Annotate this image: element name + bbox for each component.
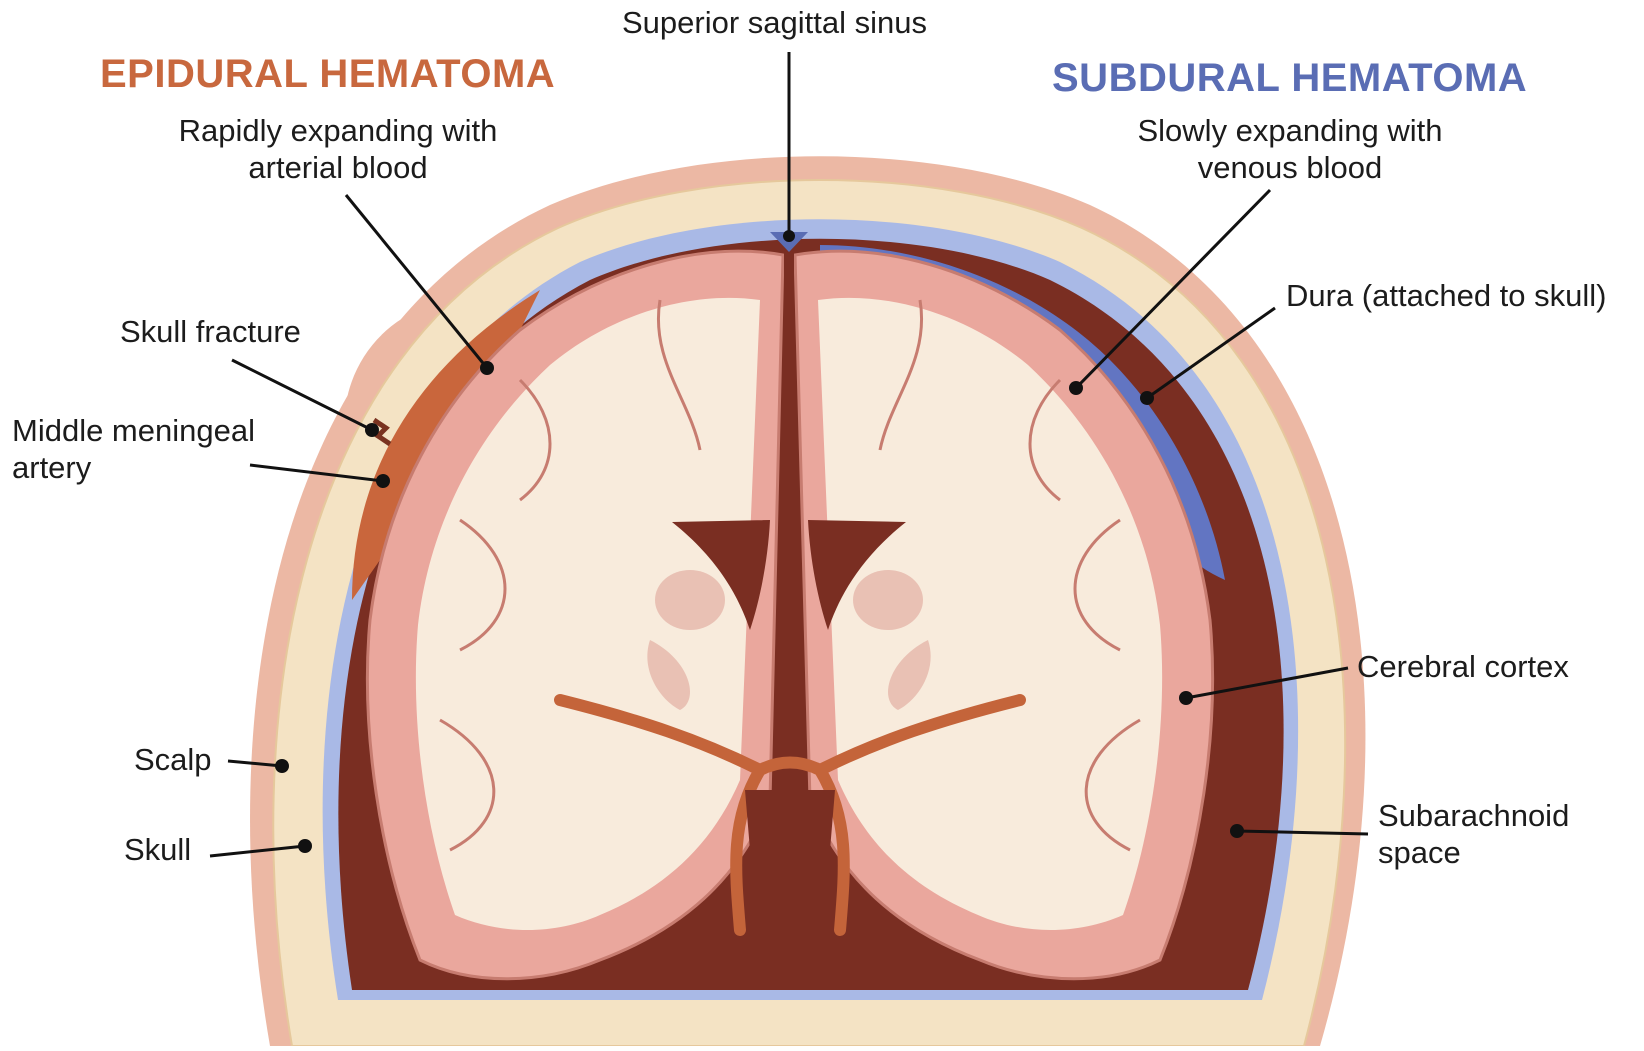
label-epidural-description: Rapidly expanding with arterial blood	[158, 112, 518, 186]
label-superior-sagittal-sinus: Superior sagittal sinus	[622, 4, 927, 41]
label-dura: Dura (attached to skull)	[1286, 277, 1606, 314]
subdural-hematoma-title: SUBDURAL HEMATOMA	[1052, 56, 1527, 101]
label-scalp: Scalp	[134, 741, 212, 778]
label-middle-meningeal-artery: Middle meningeal artery	[12, 412, 292, 486]
brainstem-base	[745, 790, 835, 850]
label-cerebral-cortex: Cerebral cortex	[1357, 648, 1569, 685]
label-skull: Skull	[124, 831, 191, 868]
label-subarachnoid-space: Subarachnoid space	[1378, 797, 1618, 871]
epidural-hematoma-title: EPIDURAL HEMATOMA	[100, 52, 555, 97]
label-subdural-description: Slowly expanding with venous blood	[1110, 112, 1470, 186]
label-skull-fracture: Skull fracture	[120, 313, 301, 350]
